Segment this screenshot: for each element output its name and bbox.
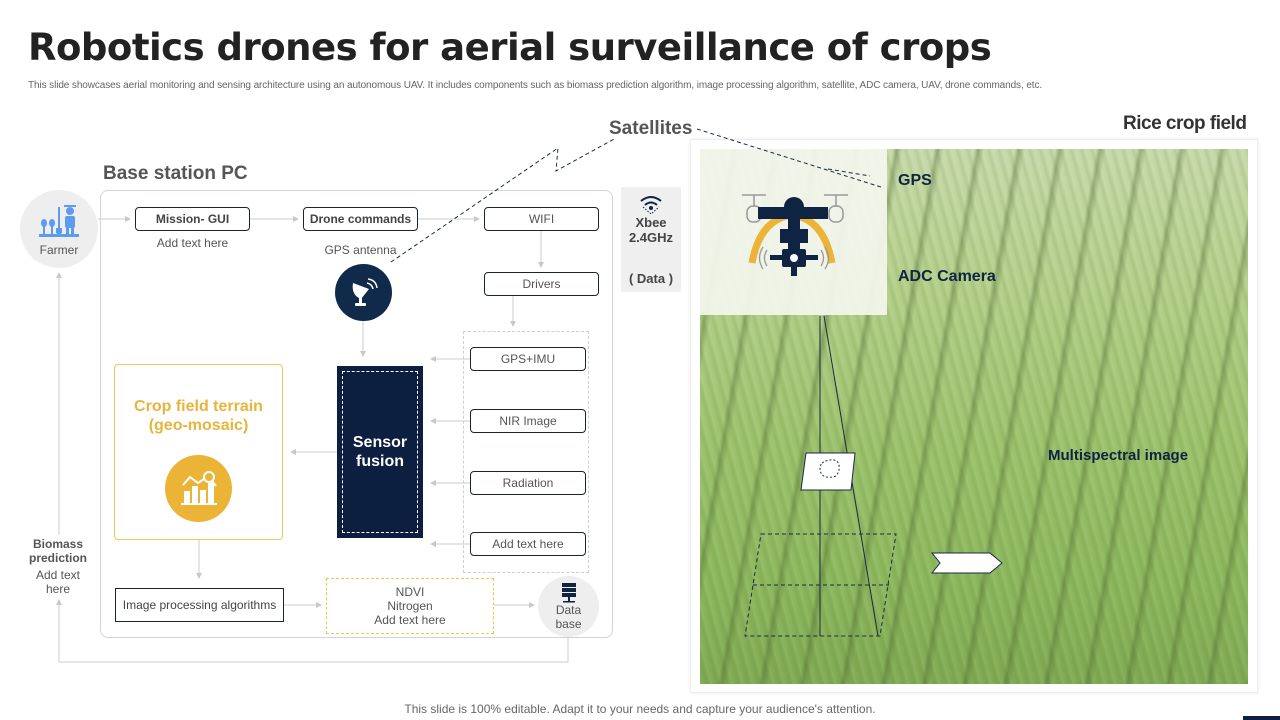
sensor-fusion-line1: Sensor	[352, 434, 408, 451]
wireless-signal-icon	[640, 196, 662, 215]
multispectral-image-label: Multispectral image	[1048, 447, 1189, 464]
sensor-group	[463, 331, 589, 573]
corner-accent	[1243, 716, 1280, 720]
xbee-link: Xbee 2.4GHz ( Data )	[621, 187, 681, 292]
database-server-icon	[561, 582, 576, 602]
sensor-gps-imu[interactable]: GPS+IMU	[470, 347, 586, 371]
database-node[interactable]: Data base	[538, 576, 599, 637]
biomass-caption2: here	[45, 582, 71, 596]
gps-antenna-label: GPS antenna	[324, 243, 397, 257]
xbee-line1: Xbee	[635, 215, 667, 230]
biomass-prediction: Biomass prediction Add text here	[22, 537, 94, 596]
xbee-line2: 2.4GHz	[628, 230, 674, 245]
crop-field-terrain-box[interactable]: Crop field terrain (geo-mosaic)	[114, 364, 283, 540]
base-station-label: Base station PC	[103, 163, 248, 184]
satellites-label: Satellites	[609, 118, 693, 139]
footer-note: This slide is 100% editable. Adapt it to…	[404, 702, 876, 716]
gps-antenna-node[interactable]	[335, 264, 392, 321]
adc-camera-label: ADC Camera	[898, 268, 996, 285]
biomass-line2: prediction	[28, 551, 87, 565]
page-title: Robotics drones for aerial surveillance …	[28, 26, 992, 69]
farmer-icon	[39, 205, 79, 237]
drivers-box[interactable]: Drivers	[484, 272, 599, 296]
satellite-dish-icon	[352, 277, 378, 306]
sensor-fusion-box[interactable]: Sensor fusion	[337, 366, 423, 538]
database-line2: base	[555, 616, 582, 631]
biomass-line1: Biomass	[32, 537, 84, 551]
page-subtitle: This slide showcases aerial monitoring a…	[28, 80, 1043, 91]
mission-gui-caption: Add text here	[156, 236, 229, 250]
database-line1: Data	[555, 602, 582, 617]
ndvi-line3: Add text here	[374, 613, 446, 627]
ndvi-line2: Nitrogen	[387, 599, 433, 613]
gps-label: GPS	[898, 172, 932, 189]
sensor-radiation[interactable]: Radiation	[470, 471, 586, 495]
wifi-box[interactable]: WIFI	[484, 207, 599, 231]
mission-gui-box[interactable]: Mission- GUI	[135, 207, 250, 231]
drone-panel	[700, 149, 887, 315]
image-processing-box[interactable]: Image processing algorithms	[115, 588, 284, 622]
farmer-label: Farmer	[39, 243, 79, 257]
sensor-add-text[interactable]: Add text here	[470, 532, 586, 556]
farmer-node[interactable]: Farmer	[20, 190, 98, 268]
ndvi-box[interactable]: NDVI Nitrogen Add text here	[326, 578, 494, 634]
crop-terrain-line2: (geo-mosaic)	[148, 417, 249, 434]
xbee-data-label: ( Data )	[628, 271, 674, 286]
crop-terrain-line1: Crop field terrain	[134, 398, 263, 415]
sensor-nir-image[interactable]: NIR Image	[470, 409, 586, 433]
biomass-caption1: Add text	[35, 568, 81, 582]
drone-commands-box[interactable]: Drone commands	[303, 207, 418, 231]
sensor-fusion-line2: fusion	[356, 453, 404, 470]
drone-camera-icon	[742, 194, 848, 276]
chart-analysis-icon	[165, 455, 232, 522]
ndvi-line1: NDVI	[395, 585, 425, 599]
rice-crop-field-label: Rice crop field	[1123, 113, 1247, 134]
